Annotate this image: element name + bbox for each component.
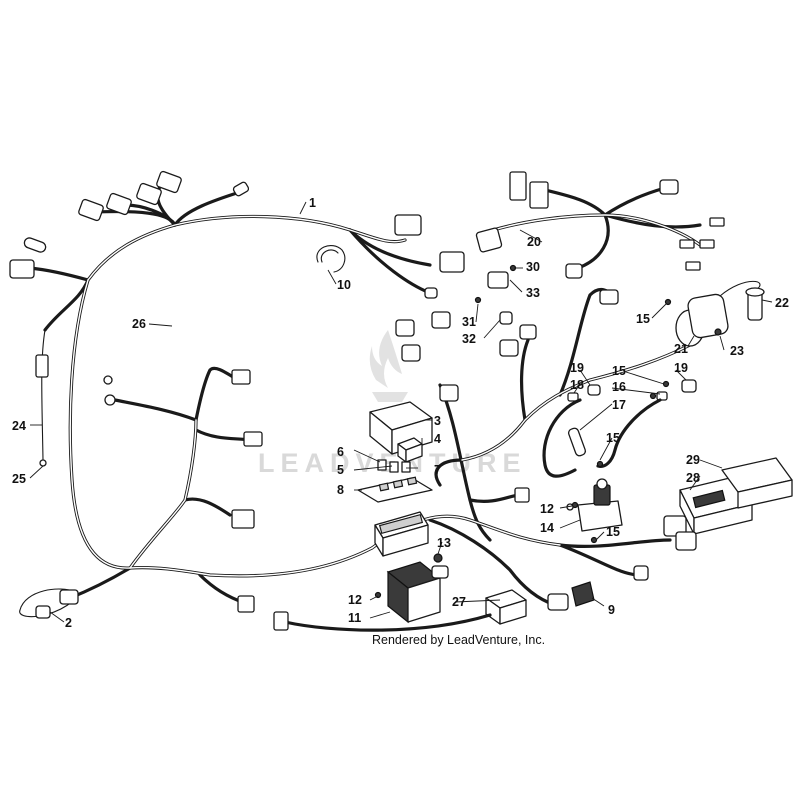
- callout-6: 6: [337, 445, 344, 459]
- callout-13: 13: [437, 536, 451, 550]
- sub-harness-20: [475, 171, 725, 279]
- fuse-tray-8: [357, 476, 433, 503]
- callout-15d: 15: [606, 525, 620, 539]
- callout-18: 18: [570, 378, 584, 392]
- callout-12a: 12: [348, 593, 362, 607]
- watermark-logo-icon: [369, 330, 408, 402]
- callout-8: 8: [337, 483, 344, 497]
- callout-2: 2: [65, 616, 72, 630]
- callout-26: 26: [132, 317, 146, 331]
- hardware-bolts: [374, 298, 672, 599]
- callout-10: 10: [337, 278, 351, 292]
- ignition-coil-21: [675, 280, 761, 347]
- screw-23: [714, 328, 722, 336]
- callout-15a: 15: [636, 312, 650, 326]
- module-27: [273, 589, 527, 632]
- callout-30: 30: [526, 260, 540, 274]
- callout-4: 4: [434, 432, 441, 446]
- fuse-holder: [374, 511, 429, 557]
- connector-branch-icon: [231, 289, 619, 613]
- socket-18: [567, 384, 601, 402]
- callout-1: 1: [309, 196, 316, 210]
- connector-13: [433, 553, 443, 563]
- callout-31: 31: [462, 315, 476, 329]
- render-credit: Rendered by LeadVenture, Inc.: [372, 633, 545, 647]
- voltage-regulator-11: [386, 561, 449, 624]
- leader-lines: [29, 201, 773, 623]
- callout-labels: 1 2 3 4 5 6 7 8 9 10 11 12 12 13 14 15 1…: [12, 196, 789, 630]
- callout-33: 33: [526, 286, 540, 300]
- sensor-2: [19, 588, 79, 619]
- callout-5: 5: [337, 463, 344, 477]
- socket-19-right: [656, 379, 697, 401]
- callout-23: 23: [730, 344, 744, 358]
- callout-22: 22: [775, 296, 789, 310]
- callout-25: 25: [12, 472, 26, 486]
- callout-19a: 19: [570, 361, 584, 375]
- callout-9: 9: [608, 603, 615, 617]
- callout-15c: 15: [606, 431, 620, 445]
- connector-plug-icon: [78, 170, 250, 222]
- connector-ecu-icon: [633, 515, 697, 581]
- callout-28: 28: [686, 471, 700, 485]
- callout-14: 14: [540, 521, 554, 535]
- connector-top-right-icon: [394, 214, 465, 299]
- callout-19b: 19: [674, 361, 688, 375]
- clip-10: [316, 245, 346, 273]
- callout-7: 7: [434, 463, 441, 477]
- callout-3: 3: [434, 414, 441, 428]
- callout-20: 20: [527, 235, 541, 249]
- callout-15b: 15: [612, 364, 626, 378]
- lamp-socket-17: [567, 427, 587, 457]
- connector-left-icon: [9, 237, 47, 279]
- callout-21: 21: [674, 342, 688, 356]
- callout-12b: 12: [540, 502, 554, 516]
- callout-16: 16: [612, 380, 626, 394]
- socket-22: [745, 287, 765, 321]
- cover-29: [721, 457, 793, 509]
- callout-29: 29: [686, 453, 700, 467]
- lead-24: [35, 329, 49, 461]
- starter-solenoid-14: [566, 478, 623, 532]
- callout-24: 24: [12, 419, 26, 433]
- watermark-text: LEADVENTURE: [258, 448, 527, 478]
- callout-17: 17: [612, 398, 626, 412]
- ring-terminal-icon: [39, 375, 116, 467]
- callout-27: 27: [452, 595, 466, 609]
- watermark: LEADVENTURE: [258, 330, 527, 478]
- main-harness: [9, 170, 692, 613]
- switch-9: [547, 581, 595, 611]
- callout-32: 32: [462, 332, 476, 346]
- sensor-30: [487, 264, 517, 289]
- callout-11: 11: [348, 611, 361, 625]
- ecu-28: [679, 475, 753, 535]
- sensor-31-32: [474, 296, 513, 325]
- relay-small-5-6-7: [377, 459, 411, 473]
- relay-4: [397, 437, 423, 463]
